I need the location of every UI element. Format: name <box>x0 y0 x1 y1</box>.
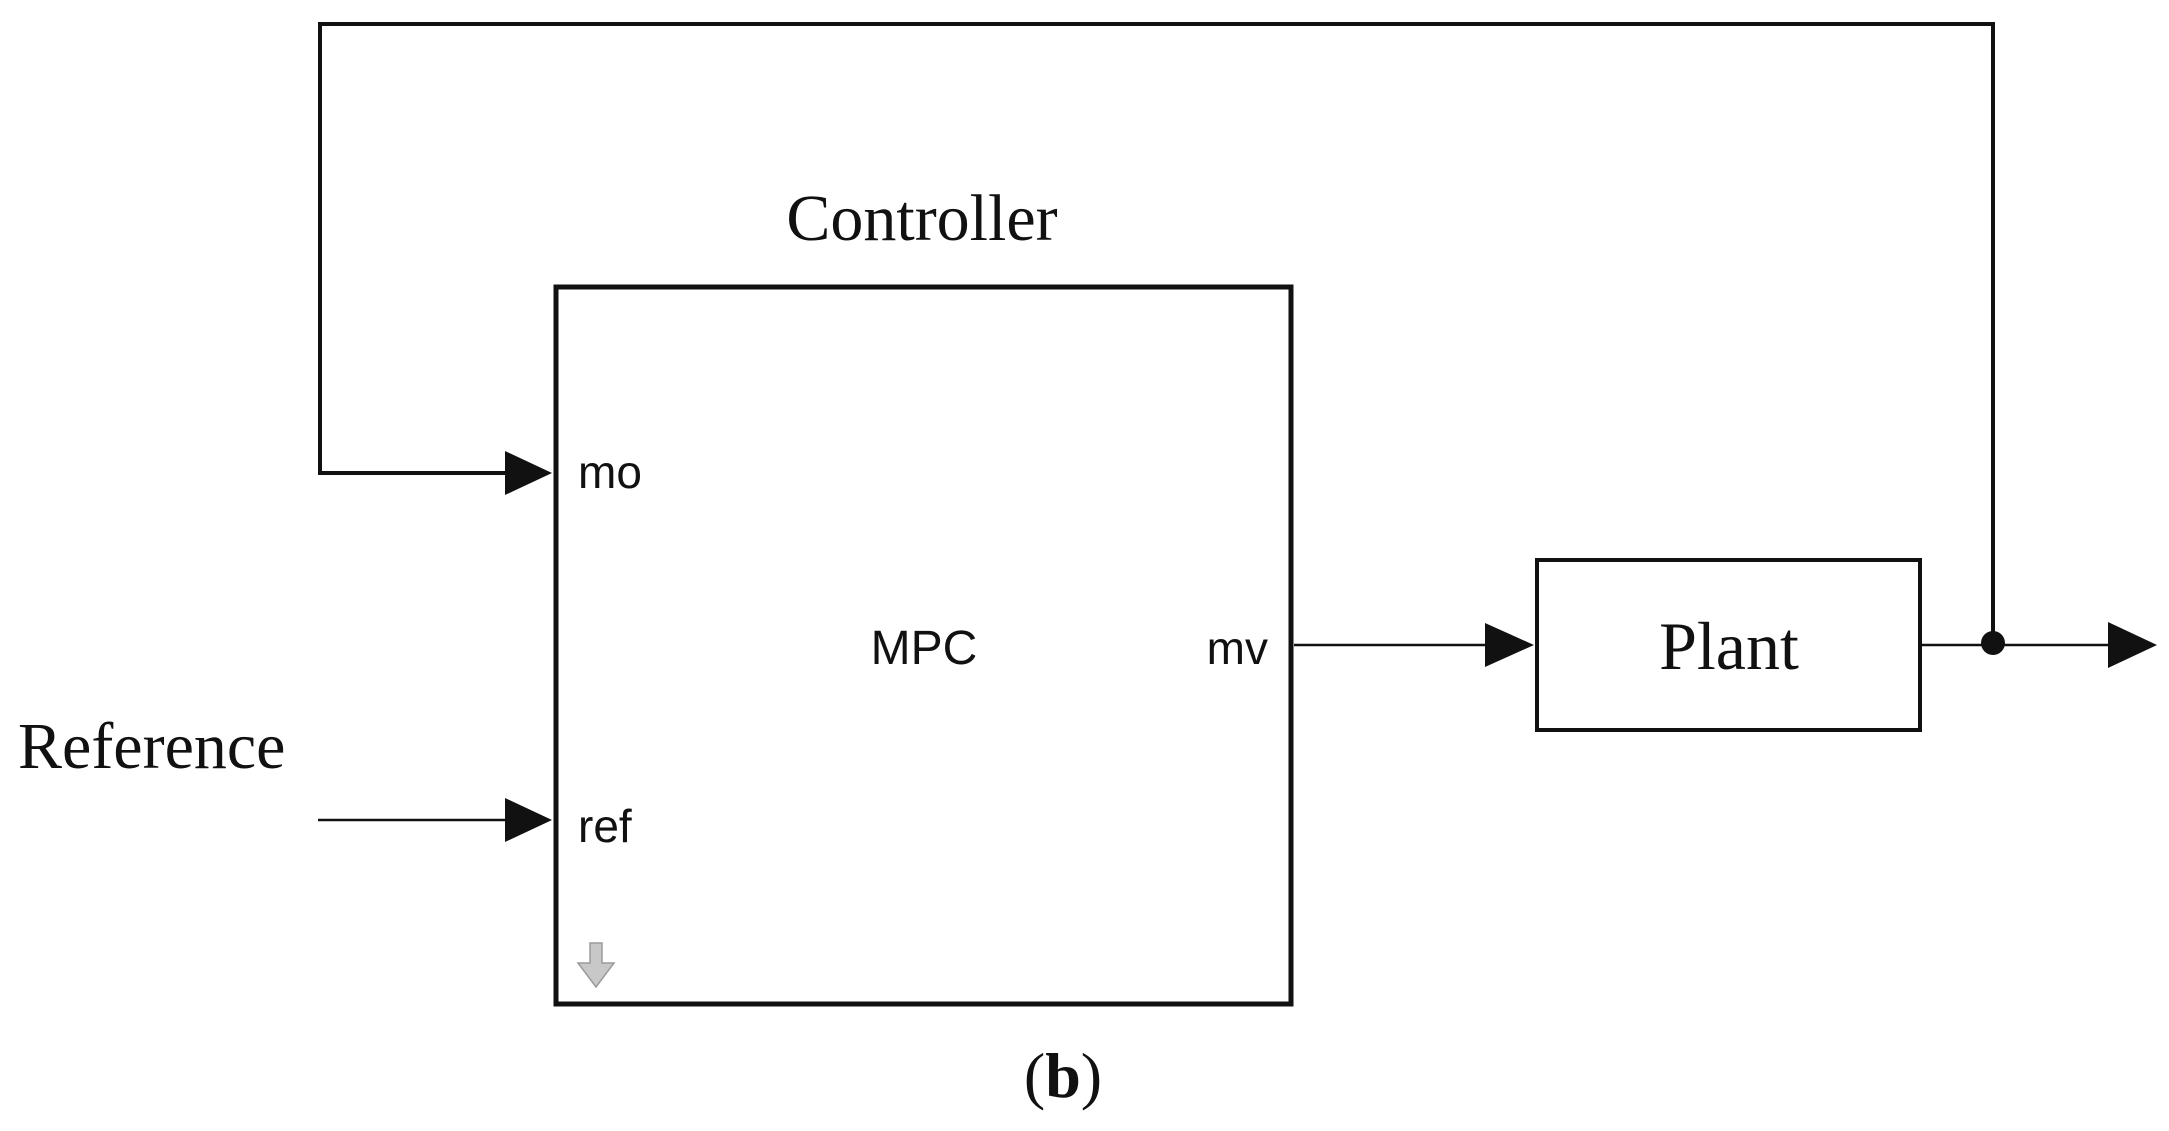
figure-caption: (b) <box>1024 1040 1102 1111</box>
plant-label: Plant <box>1659 608 1799 684</box>
controller-title: Controller <box>786 182 1057 255</box>
feedback-wire <box>318 22 1995 643</box>
branch-junction-dot <box>1981 631 2005 655</box>
reference-label: Reference <box>18 710 285 783</box>
caption-letter: b <box>1045 1040 1081 1111</box>
caption-open-paren: ( <box>1024 1040 1045 1111</box>
mo-input-arrowhead <box>505 451 552 495</box>
plant-input-arrowhead <box>1485 623 1534 667</box>
mv-port-label: mv <box>1207 622 1268 674</box>
mpc-controller-block[interactable] <box>553 284 1294 1007</box>
mo-port-label: mo <box>578 446 642 498</box>
ref-port-label: ref <box>578 800 632 852</box>
down-arrow-icon <box>576 942 616 989</box>
plant-block[interactable] <box>1535 558 1922 732</box>
caption-close-paren: ) <box>1081 1040 1102 1111</box>
mpc-block-label: MPC <box>871 622 978 675</box>
ref-input-arrowhead <box>505 798 552 842</box>
output-arrowhead <box>2108 622 2157 668</box>
